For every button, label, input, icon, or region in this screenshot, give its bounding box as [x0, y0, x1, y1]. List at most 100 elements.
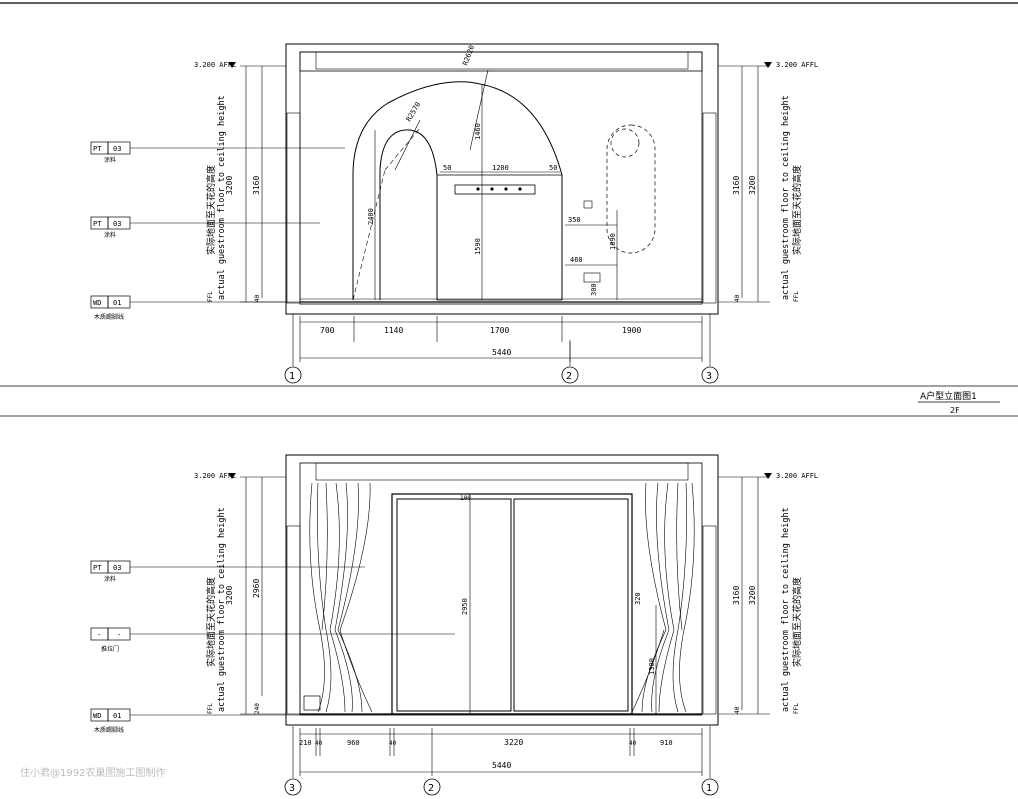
level-marker-left-2	[228, 473, 236, 479]
height-note-cn-right: 实际地面至天花的高度	[791, 165, 803, 255]
svg-text:1: 1	[289, 371, 295, 382]
dim-right-total-2: 3200	[748, 586, 757, 605]
dim-1200: 1200	[492, 164, 509, 172]
dim-210: 210	[299, 739, 312, 747]
wall-surface-2	[299, 462, 703, 716]
grid-bubble-b2: 2	[423, 778, 441, 796]
material-tag-3: WD 01 木质踢脚线	[90, 295, 300, 321]
coat-hook-rail	[454, 184, 536, 195]
height-note-en-left-2: actual guestroom floor to ceiling height	[217, 507, 227, 712]
material-tag-b2: - - 推拉门	[90, 627, 455, 653]
sliding-door-frame	[391, 493, 633, 715]
dim-2400: 2400	[367, 208, 375, 225]
dim-left-inner-2: 2960	[252, 579, 261, 598]
height-note-cn-left-2: 实际地面至天花的高度	[205, 577, 217, 667]
drawing-subtitle: 2F	[950, 406, 960, 415]
sliding-door-panel-right	[513, 498, 629, 712]
level-marker-left	[228, 62, 236, 68]
dim-1590: 1590	[474, 238, 482, 255]
dim-1700: 1700	[490, 326, 509, 335]
dim-40-c: 40	[629, 740, 637, 747]
ceiling-level-left: 3.200 AFFL	[194, 61, 236, 69]
dim-350: 350	[568, 216, 581, 224]
level-marker-right	[764, 62, 772, 68]
wall-lamp-dashed	[610, 128, 640, 158]
ceiling-level-right-2: 3.200 AFFL	[776, 472, 818, 480]
curtain-right	[631, 482, 695, 713]
svg-text:推拉门: 推拉门	[101, 645, 119, 653]
dim-700: 700	[320, 326, 335, 335]
material-tag-b3: WD 01 木质踢脚线	[90, 708, 300, 734]
svg-text:3: 3	[289, 783, 295, 794]
floor-level-right: FFL	[793, 291, 800, 302]
svg-text:03: 03	[113, 220, 121, 228]
elevation-bottom: 2950 100 320 1300	[90, 454, 818, 796]
svg-text:木质踢脚线: 木质踢脚线	[94, 313, 124, 321]
dim-460: 460	[570, 256, 583, 264]
svg-text:WD: WD	[93, 712, 101, 720]
dim-1090: 1090	[609, 233, 617, 250]
svg-text:木质踢脚线: 木质踢脚线	[94, 726, 124, 734]
socket-box	[583, 272, 601, 283]
wall-section-frame	[285, 43, 719, 315]
floor-vent-box	[303, 695, 321, 711]
grid-bubble-b1: 1	[701, 726, 719, 796]
watermark-text: 住小君@1992农巢图施工图制作	[20, 766, 165, 779]
right-wall-hatch	[702, 112, 717, 304]
dim-100: 100	[460, 495, 471, 502]
left-wall-hatch-2	[286, 525, 301, 715]
dim-right-total: 3200	[748, 176, 757, 195]
dim-1900: 1900	[622, 326, 641, 335]
door-swing-line	[352, 169, 386, 301]
dim-40-a: 40	[315, 740, 323, 747]
switch-box	[583, 200, 593, 209]
material-tag-b1: PT 03 涂料	[90, 560, 365, 583]
dim-ticks-2	[299, 728, 703, 776]
svg-text:-: -	[117, 631, 121, 639]
dim-right-40-2: 40	[734, 706, 741, 714]
height-note-en-right-2: actual guestroom floor to ceiling height	[781, 507, 791, 712]
ceiling-level-left-2: 3.200 AFFL	[194, 472, 236, 480]
dim-50-left: 50	[443, 164, 451, 172]
dim-2950: 2950	[461, 598, 469, 615]
material-tag-2: PT 03 涂料	[90, 216, 320, 239]
wall-surface	[299, 51, 703, 305]
svg-text:PT: PT	[93, 220, 102, 228]
height-note-en-left: actual guestroom floor to ceiling height	[217, 95, 227, 300]
dim-right-inner: 3160	[732, 176, 741, 195]
ceiling-recess	[315, 51, 689, 70]
ceiling-band	[299, 51, 703, 72]
svg-text:1: 1	[706, 783, 712, 794]
floor-level-right-2: FFL	[793, 703, 800, 714]
curtain-left	[309, 482, 373, 713]
left-wall-hatch	[286, 112, 301, 304]
radius-leader-2	[394, 119, 421, 171]
ceiling-recess-2	[315, 462, 689, 481]
right-wall-hatch-2	[702, 525, 717, 715]
arch-opening	[352, 81, 563, 300]
wall-section-frame-2	[285, 454, 719, 726]
dim-3220: 3220	[504, 738, 523, 747]
dim-left-40: 40	[254, 294, 261, 302]
radius-leader	[469, 69, 489, 151]
svg-text:PT: PT	[93, 564, 102, 572]
floor-level-left: FFL	[207, 291, 214, 302]
height-note-cn-left: 实际地面至天花的高度	[205, 165, 217, 255]
wall-mirror-dashed	[606, 124, 656, 254]
grid-bubble-3: 3	[701, 314, 719, 384]
dim-300: 300	[590, 283, 598, 296]
svg-text:涂料: 涂料	[104, 231, 116, 239]
svg-text:3: 3	[706, 371, 712, 382]
drawing-title: A户型立面图1	[920, 390, 977, 402]
sliding-door-panel-left	[396, 498, 512, 712]
dim-right-40: 40	[734, 294, 741, 302]
dim-overall-2: 5440	[492, 761, 511, 770]
svg-text:01: 01	[113, 299, 121, 307]
dim-910: 910	[660, 739, 673, 747]
svg-text:03: 03	[113, 145, 121, 153]
svg-text:01: 01	[113, 712, 121, 720]
ceiling-level-right: 3.200 AFFL	[776, 61, 818, 69]
dim-40-b: 40	[389, 740, 397, 747]
dim-left-inner: 3160	[252, 176, 261, 195]
